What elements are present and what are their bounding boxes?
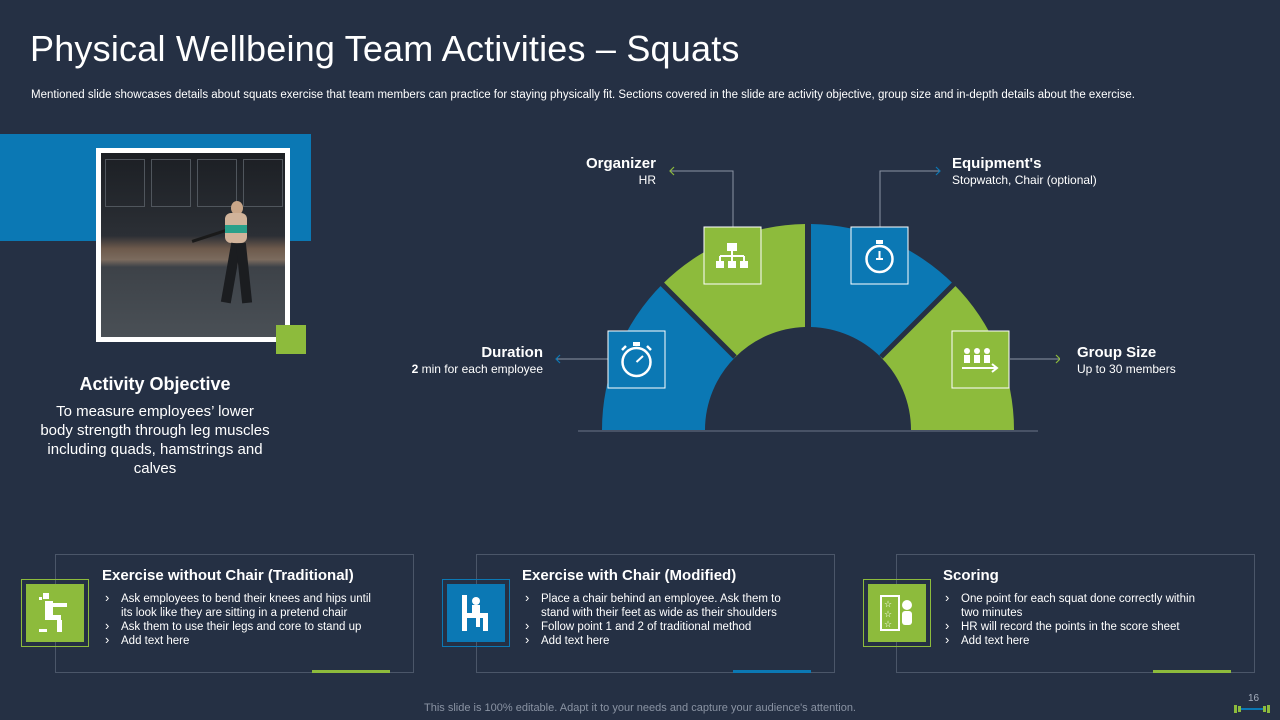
organizer-icon [703, 226, 762, 285]
card-traditional-list: Ask employees to bend their knees and hi… [103, 591, 373, 648]
list-item: Ask employees to bend their knees and hi… [103, 591, 373, 620]
list-item: Follow point 1 and 2 of traditional meth… [523, 619, 793, 634]
objective-title: Activity Objective [79, 374, 231, 394]
segment-duration [602, 284, 736, 430]
svg-text:☆: ☆ [884, 600, 892, 610]
segment-equipments [811, 224, 954, 358]
objective-text: To measure employees’ lower body strengt… [40, 403, 270, 477]
list-item: HR will record the points in the score s… [943, 619, 1213, 634]
duration-value-text: min for each employee [418, 362, 543, 376]
duration-label: Duration 2 min for each employee [380, 344, 543, 377]
group-size-title: Group Size [1077, 344, 1157, 361]
duration-stopwatch-icon [607, 330, 666, 389]
squat-person-icon [21, 579, 89, 647]
segment-organizer [662, 224, 805, 358]
list-item: Ask them to use their legs and core to s… [103, 619, 373, 634]
svg-text:☆: ☆ [884, 620, 892, 630]
duration-title: Duration [481, 344, 543, 361]
card-scoring-title: Scoring [943, 567, 999, 584]
list-item: Place a chair behind an employee. Ask th… [523, 591, 793, 620]
semicircle-diagram [555, 166, 1060, 432]
slide-title: Physical Wellbeing Team Activities – Squ… [30, 28, 740, 69]
green-accent-square [276, 325, 306, 354]
page-number: 16 [1248, 693, 1260, 704]
card-scoring-list: One point for each squat done correctly … [943, 591, 1213, 648]
list-item: One point for each squat done correctly … [943, 591, 1213, 620]
organizer-title: Organizer [585, 155, 656, 172]
group-size-value: Up to 30 members [1077, 362, 1176, 376]
card-modified-list: Place a chair behind an employee. Ask th… [523, 591, 793, 648]
card-modified-title: Exercise with Chair (Modified) [522, 567, 737, 584]
stopwatch-icon [850, 226, 909, 285]
organizer-label: Organizer HR [540, 155, 656, 188]
group-size-icon [951, 330, 1010, 389]
list-item: Add text here [103, 633, 373, 648]
slide-subtitle: Mentioned slide showcases details about … [31, 89, 1135, 101]
duration-value-number: 2 [411, 362, 419, 376]
group-size-label: Group Size Up to 30 members [1077, 344, 1247, 377]
equipments-label: Equipment's Stopwatch, Chair (optional) [952, 155, 1152, 188]
segment-group-size [880, 284, 1014, 430]
footer-note: This slide is 100% editable. Adapt it to… [424, 702, 856, 714]
list-item: Add text here [943, 633, 1213, 648]
card-traditional-title: Exercise without Chair (Traditional) [102, 567, 354, 584]
svg-text:☆: ☆ [884, 610, 892, 620]
organizer-value: HR [638, 173, 656, 187]
chair-icon [442, 579, 510, 647]
equipments-value: Stopwatch, Chair (optional) [952, 173, 1097, 187]
list-item: Add text here [523, 633, 793, 648]
equipments-title: Equipment's [952, 155, 1042, 172]
dumbbell-icon [1234, 705, 1270, 713]
score-sheet-icon: ☆ ☆ ☆ [863, 579, 931, 647]
squat-photo [96, 148, 290, 342]
